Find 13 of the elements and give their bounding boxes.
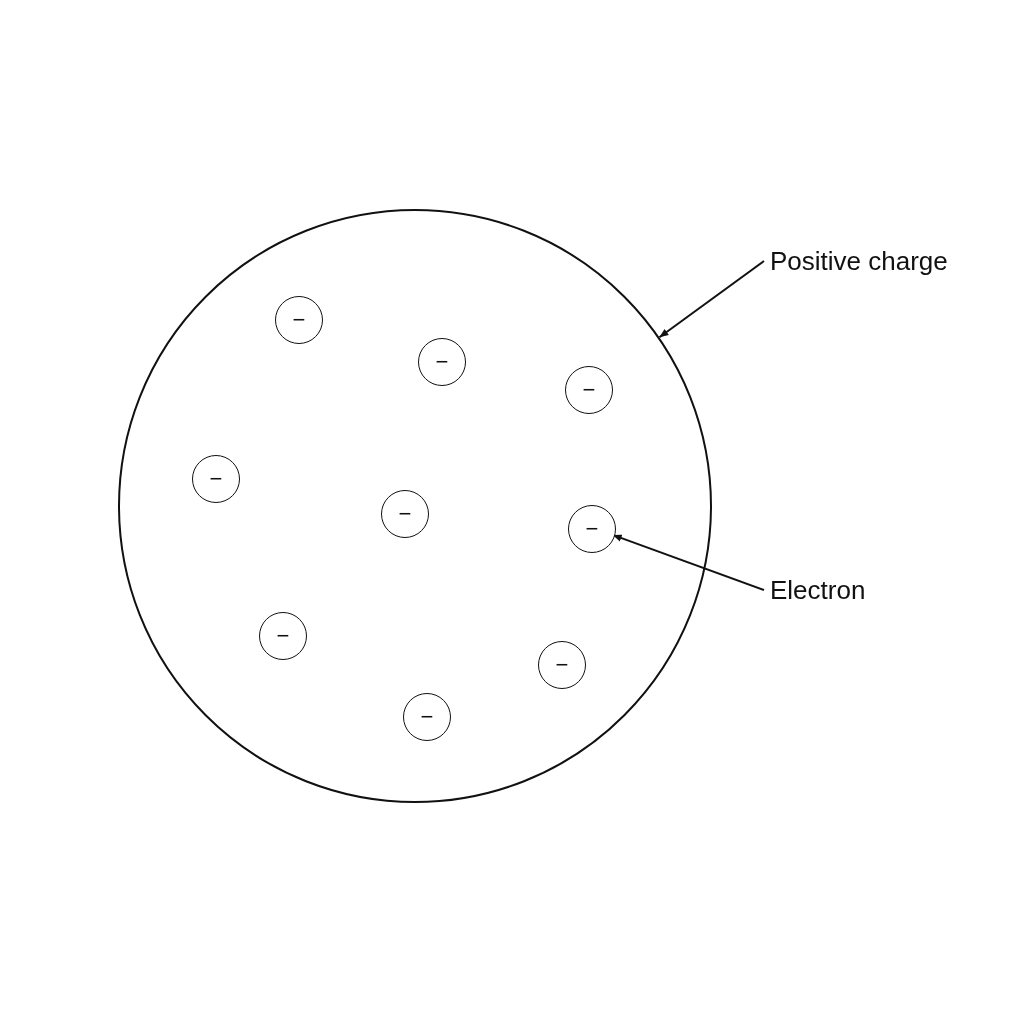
electron-circle: − bbox=[418, 338, 466, 386]
callout-label: Positive charge bbox=[770, 248, 948, 274]
electron-circle: − bbox=[275, 296, 323, 344]
electron-circle: − bbox=[259, 612, 307, 660]
electron-circle: − bbox=[381, 490, 429, 538]
leader-line bbox=[658, 260, 765, 339]
electron-circle: − bbox=[192, 455, 240, 503]
positive-sphere bbox=[118, 209, 712, 803]
electron-circle: − bbox=[565, 366, 613, 414]
callout-label: Electron bbox=[770, 577, 866, 603]
electron-circle: − bbox=[568, 505, 616, 553]
electron-circle: − bbox=[403, 693, 451, 741]
electron-circle: − bbox=[538, 641, 586, 689]
